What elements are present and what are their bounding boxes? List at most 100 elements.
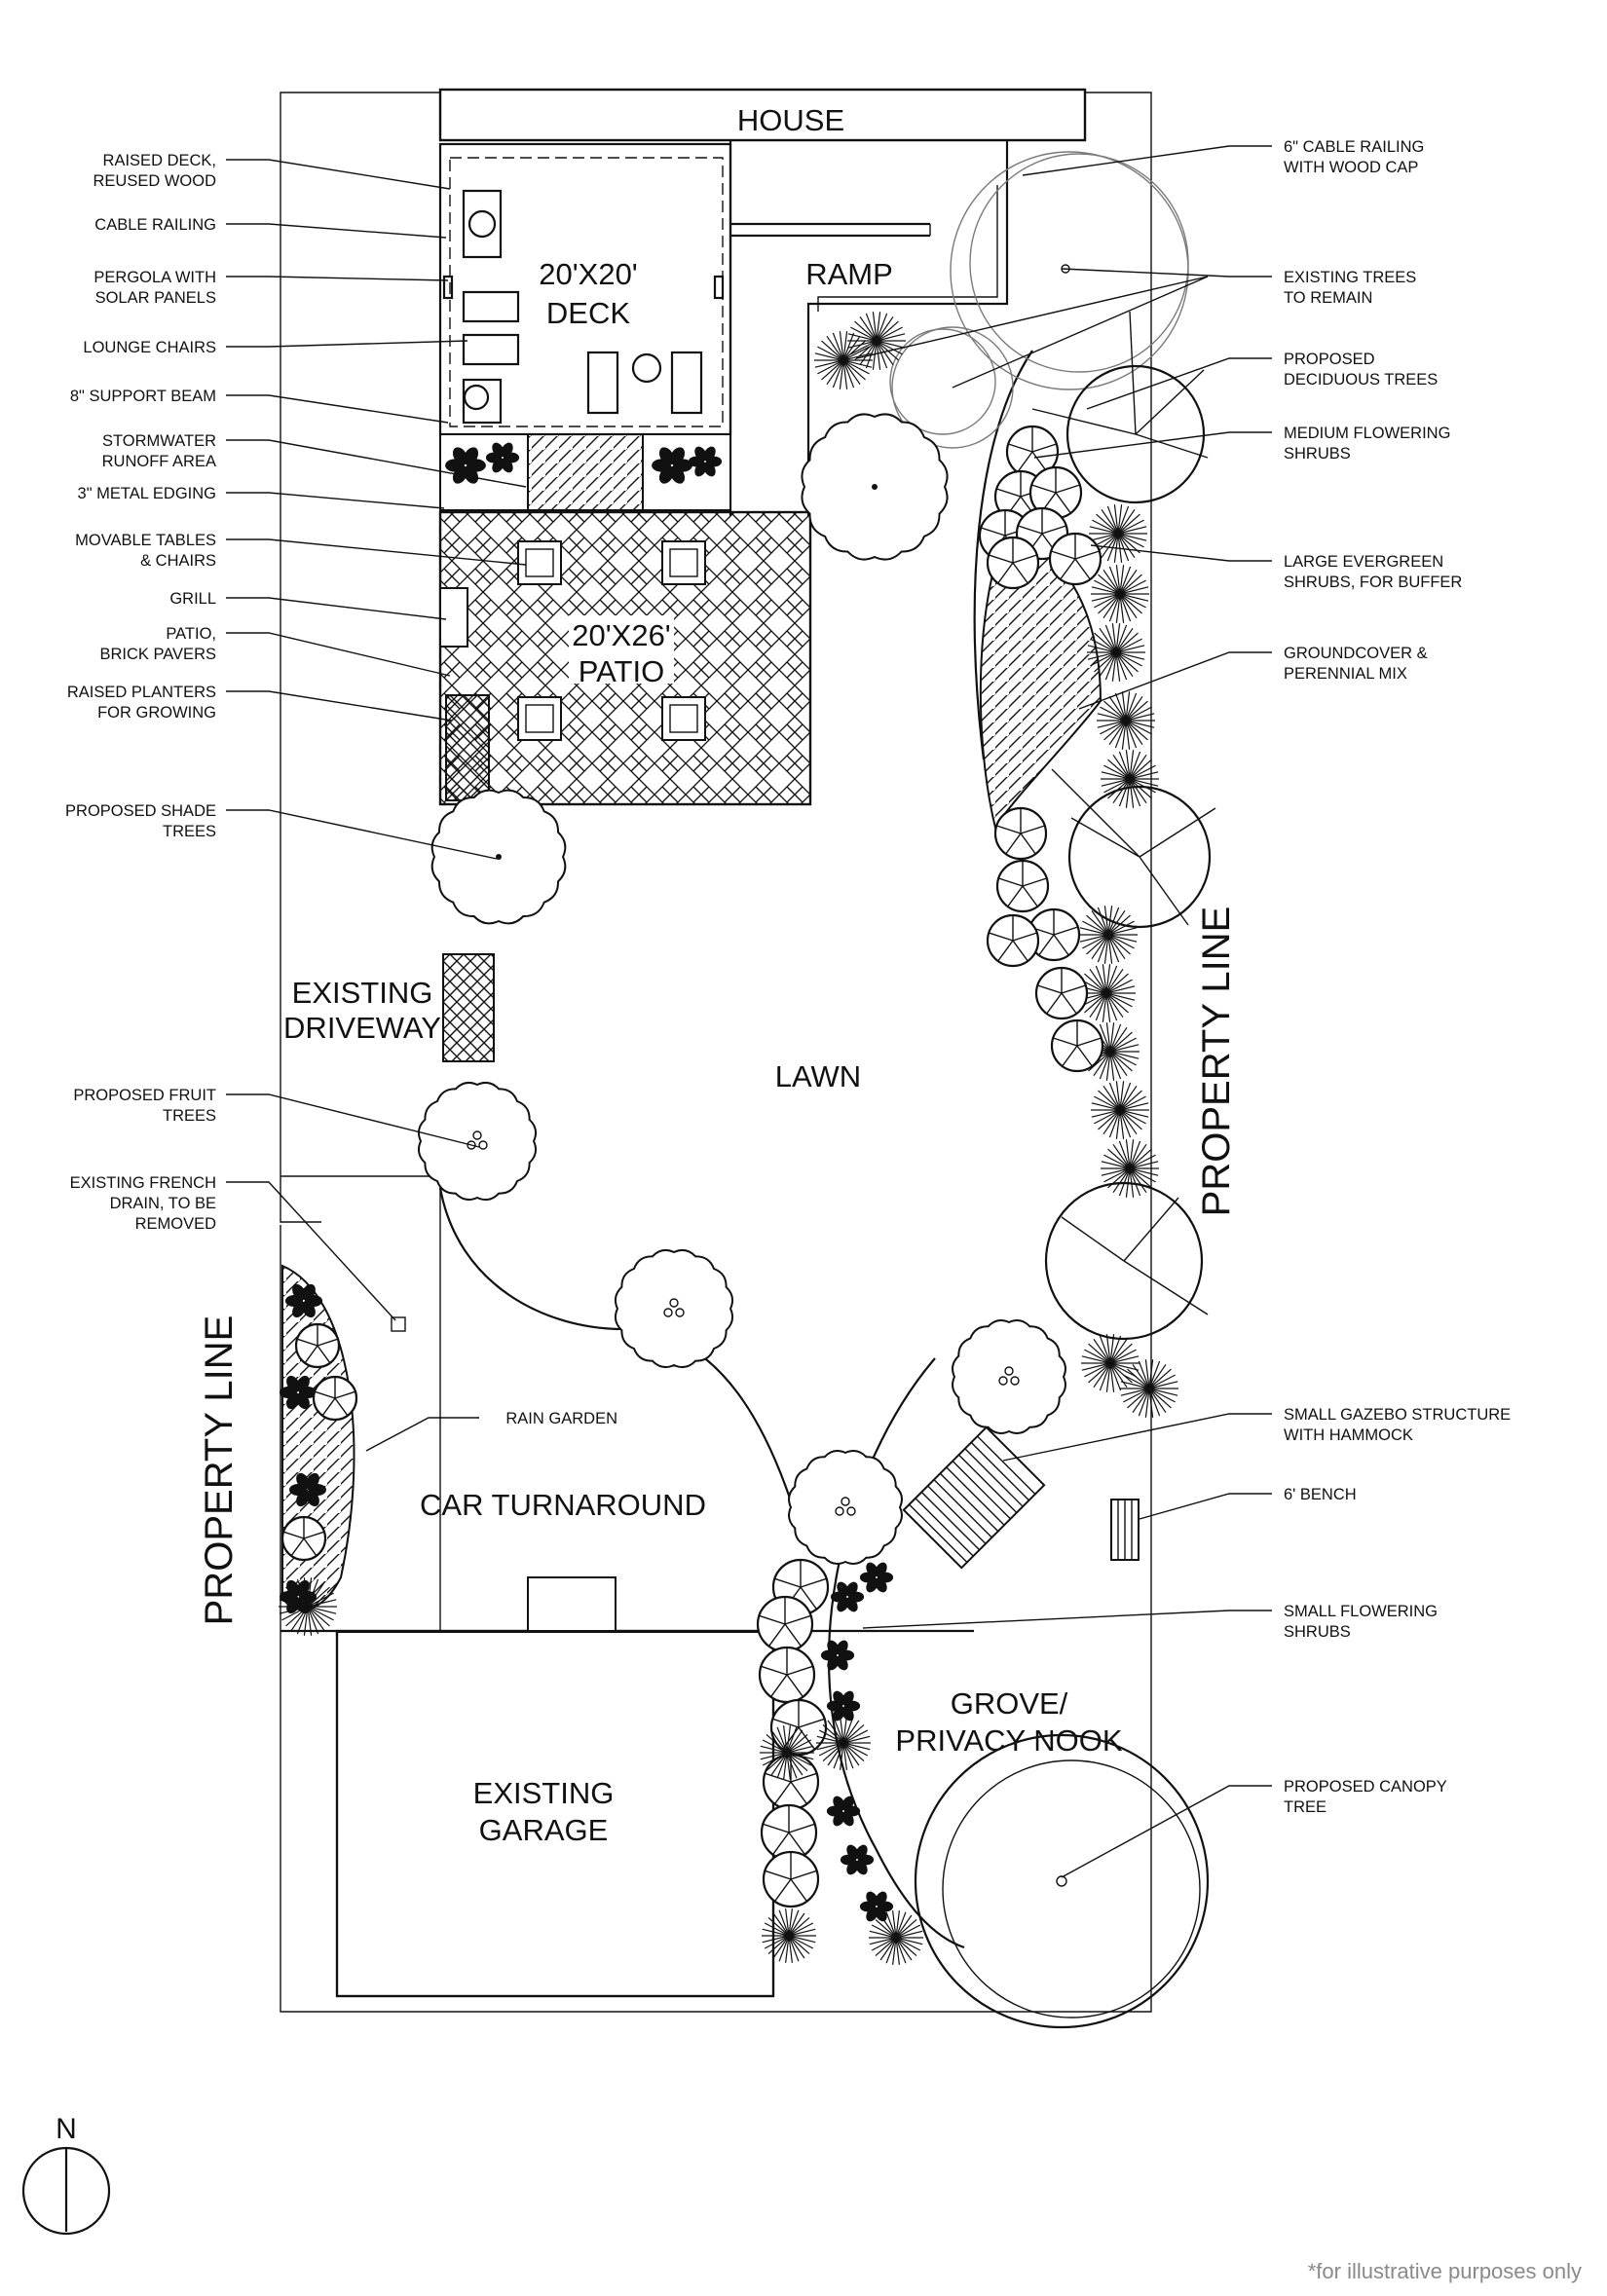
flowering-shrub-icon [1050,1018,1104,1073]
flowering-shrub-icon [294,1322,341,1369]
callout-left-4-line-0: 8" SUPPORT BEAM [70,388,216,405]
dark-shrub-icon [826,1796,861,1827]
callout-left-13-line-2: REMOVED [135,1215,217,1233]
callout-right-8-line-0: SMALL FLOWERING [1284,1603,1438,1620]
driveway-label-1: EXISTING [292,976,433,1010]
callout-right-6-line-0: SMALL GAZEBO STRUCTURE [1284,1406,1511,1424]
callout-right-3-line-0: MEDIUM FLOWERING [1284,425,1450,442]
dark-shrub-icon [445,447,486,484]
flowering-shrub-icon [756,1595,814,1653]
property-line-right: PROPERTY LINE [1195,907,1238,1217]
patio [438,510,812,806]
canopy-tree-icon [914,1733,1210,2029]
evergreen-shrub-icon [1097,691,1155,750]
callout-right-0-line-0: 6" CABLE RAILING [1284,138,1424,156]
garage-label-1: EXISTING [473,1776,615,1810]
tree-symbols [417,413,1066,1565]
dark-shrub-icon [859,1891,894,1922]
dark-shrub-icon [830,1581,865,1612]
deck-label-size: 20'X20' [539,257,637,291]
evergreen-shrub-icon [760,1725,814,1780]
callout-right-3-line-1: SHRUBS [1284,445,1351,463]
lawn-edge [438,1187,799,1520]
callout-left-10-line-1: FOR GROWING [97,704,216,722]
tree-canopy-icon [614,1248,734,1369]
callout-left-11-line-0: PROPOSED SHADE [65,802,216,820]
flowering-shrub-icon [762,1850,820,1908]
grove-label-2: PRIVACY NOOK [895,1723,1122,1758]
groundcover-bed [979,524,1102,831]
gazebo-icon [902,1426,1046,1570]
flowering-shrub-icon [280,1515,327,1562]
house-label: HOUSE [737,103,844,137]
footnote: *for illustrative purposes only [1308,2259,1582,2283]
property-boundary [280,92,1152,2013]
callout-left-9-line-1: BRICK PAVERS [99,646,216,663]
dark-shrub-icon [840,1844,875,1875]
flowering-shrub-icon [993,806,1048,861]
french-drain-marker [391,1316,406,1332]
callout-left-7-line-0: MOVABLE TABLES [75,532,216,549]
garage [280,1576,974,1998]
evergreen-shrub-icon [814,331,873,389]
ramp-label: RAMP [805,257,893,291]
flowering-shrub-icon [986,536,1040,590]
dark-shrub-icon [285,1283,322,1318]
callout-right-1-line-1: TO REMAIN [1284,289,1372,307]
callout-right-6-line-1: WITH HAMMOCK [1284,1426,1413,1444]
callout-left-7-line-1: & CHAIRS [140,552,216,570]
callout-right-8-line-1: SHRUBS [1284,1623,1351,1641]
callout-left-12-line-1: TREES [163,1107,216,1125]
evergreen-shrub-icon [1077,964,1136,1022]
flowering-shrub-icon [758,1646,816,1704]
evergreen-shrub-icon [1101,750,1159,808]
callout-left-5-line-0: STORMWATER [102,432,216,450]
deck-label: DECK [546,296,630,330]
callout-left-8-line-0: GRILL [169,590,216,608]
callout-left-13-line-1: DRAIN, TO BE [110,1195,216,1212]
evergreen-shrub-icon [1091,565,1149,623]
callout-left-10-line-0: RAISED PLANTERS [67,684,216,701]
house [438,88,1087,142]
callout-right-9-line-1: TREE [1284,1798,1327,1816]
flowering-shrub-icon [760,1803,818,1862]
driveway-label-2: DRIVEWAY [283,1011,441,1045]
dark-shrub-icon [289,1472,326,1507]
evergreen-shrub-icon [1081,1334,1140,1392]
north-arrow: N [21,2113,111,2236]
lawn-label: LAWN [775,1059,861,1093]
patio-label: PATIO [579,654,664,688]
grove-label-1: GROVE/ [951,1686,1068,1721]
dark-shrub-icon [820,1640,855,1671]
deciduous-tree-icon [1031,311,1216,1341]
evergreen-shrub-icon [869,1910,923,1965]
callout-left-5-line-1: RUNOFF AREA [102,453,216,470]
callout-left-6-line-0: 3" METAL EDGING [78,485,216,502]
car-turnaround-label: CAR TURNAROUND [420,1488,706,1522]
tree-canopy-icon [788,1450,903,1565]
callout-right-0-line-1: WITH WOOD CAP [1284,159,1418,176]
dark-shrub-icon [280,1375,317,1410]
flowering-shrub-icon [1034,966,1089,1020]
tree-canopy-icon [417,1081,538,1202]
callout-left-12-line-0: PROPOSED FRUIT [73,1087,216,1104]
garage-label-2: GARAGE [479,1813,609,1847]
table-and-chairs-icon [517,540,706,741]
flowering-shrub-icon [1027,907,1081,962]
tree-canopy-icon [952,1319,1066,1434]
evergreen-shrub-icon [1079,906,1138,964]
evergreen-shrub-icon [1087,623,1145,682]
callout-right-2-line-1: DECIDUOUS TREES [1284,371,1438,389]
stormwater-runoff-area [439,433,731,511]
callout-right-4-line-0: LARGE EVERGREEN [1284,553,1443,571]
flowering-shrub-icon [312,1375,358,1422]
dark-shrub-icon [485,442,520,473]
shrub-symbols [279,312,1178,1965]
callout-right-7-line-0: 6' BENCH [1284,1486,1357,1503]
flowering-shrub-icon [1048,532,1102,586]
callout-left-13-line-0: EXISTING FRENCH [70,1174,216,1192]
flowering-shrub-icon [986,913,1040,968]
callout-right-5-line-0: GROUNDCOVER & [1284,645,1428,662]
